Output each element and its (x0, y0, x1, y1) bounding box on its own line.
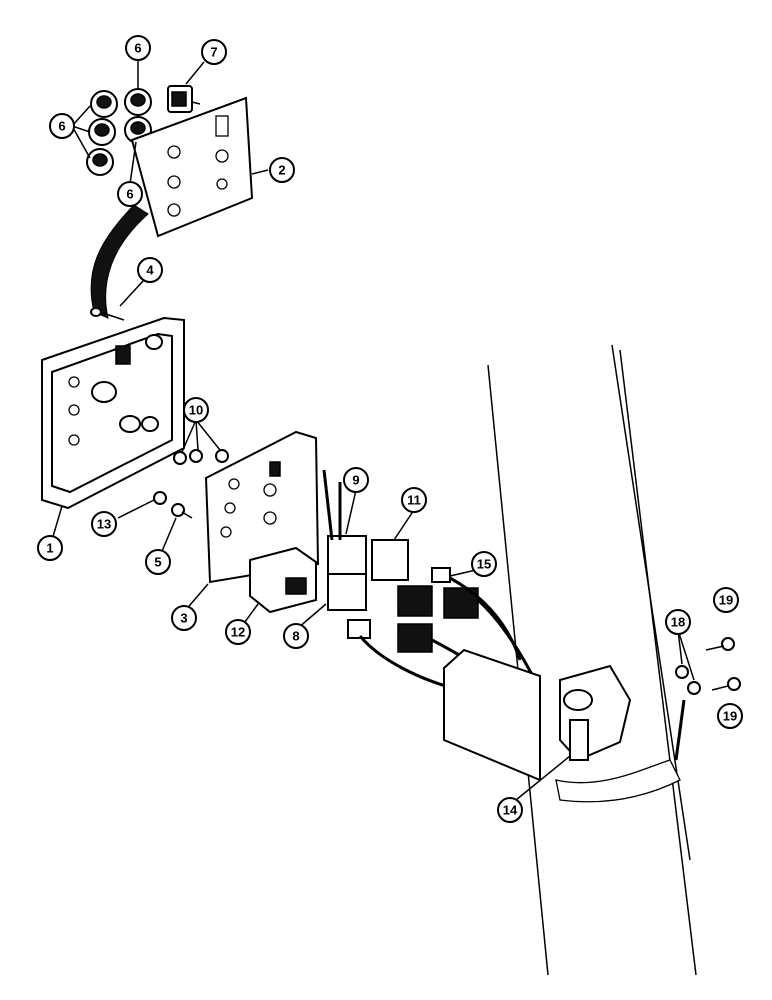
callout-15: 15 (471, 551, 497, 577)
callout-label: 10 (189, 403, 203, 418)
callout-19-top: 19 (713, 587, 739, 613)
callout-label: 12 (231, 625, 245, 640)
nut-set (153, 449, 229, 505)
callout-label: 1 (46, 541, 53, 556)
callout-label: 15 (477, 557, 491, 572)
callout-12: 12 (225, 619, 251, 645)
ground-hardware (674, 637, 741, 761)
callout-label: 14 (503, 803, 518, 818)
callout-13: 13 (91, 511, 117, 537)
callout-label: 8 (292, 629, 299, 644)
callout-7: 7 (201, 39, 227, 65)
screw (90, 307, 125, 321)
transformer (249, 546, 317, 614)
callout-label: 5 (154, 555, 161, 570)
callout-9: 8 (283, 623, 309, 649)
callout-8: 9 (343, 467, 369, 493)
callout-6-top: 6 (125, 35, 151, 61)
callout-label: 2 (278, 163, 285, 178)
callout-label: 19 (719, 593, 733, 608)
flex-connector (90, 204, 149, 319)
knob (90, 90, 118, 118)
callout-6-left: 6 (49, 113, 75, 139)
faceplate (130, 96, 254, 238)
callout-label: 11 (407, 493, 421, 508)
callout-label: 3 (180, 611, 187, 626)
toggle-switch (167, 85, 201, 113)
knob (86, 148, 114, 176)
knob (88, 118, 116, 146)
callout-label: 6 (58, 119, 65, 134)
sensor-bracket (443, 648, 681, 803)
callout-6-bottom: 6 (117, 181, 143, 207)
callout-label: 7 (210, 45, 217, 60)
callout-1: 1 (37, 535, 63, 561)
knob-group (86, 88, 152, 176)
leader-lines (51, 60, 695, 801)
knob (124, 116, 152, 144)
callout-label: 13 (97, 517, 111, 532)
mounting-plate (204, 430, 320, 584)
knob (124, 88, 152, 116)
callout-11: 10 (183, 397, 209, 423)
callout-18: 18 (665, 609, 691, 635)
callout-label: 4 (146, 263, 154, 278)
callout-5: 5 (145, 549, 171, 575)
enclosure-box (41, 316, 185, 510)
relay-block (322, 469, 409, 611)
bolt (171, 503, 193, 519)
callout-label: 6 (126, 187, 133, 202)
callout-19-bottom: 19 (717, 703, 743, 729)
callout-14: 14 (497, 797, 523, 823)
callout-label: 9 (352, 473, 359, 488)
callout-label: 19 (723, 709, 737, 724)
callout-label: 18 (671, 615, 685, 630)
callout-10: 11 (401, 487, 427, 513)
callout-2: 2 (269, 157, 295, 183)
callout-3: 3 (171, 605, 197, 631)
callout-4: 4 (137, 257, 163, 283)
callout-label: 6 (134, 41, 141, 56)
